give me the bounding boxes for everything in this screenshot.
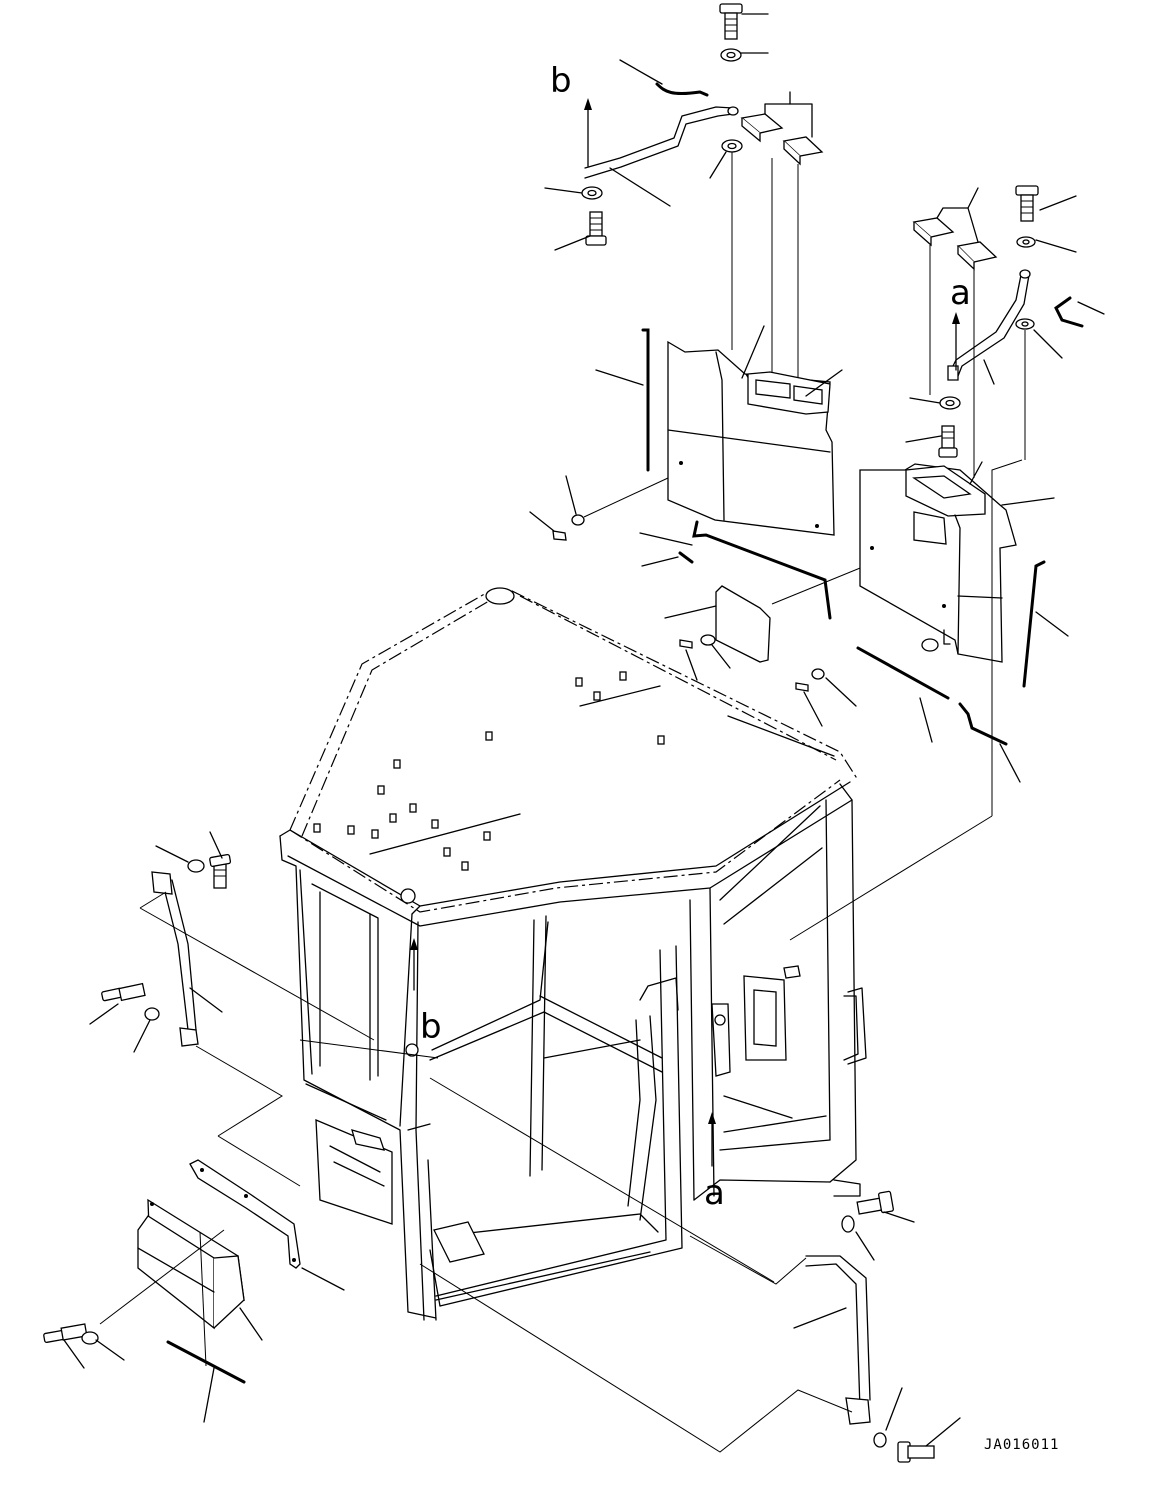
seal-strip-right: [1022, 560, 1069, 688]
front-handrail-left: [139, 871, 375, 1047]
rear-panel-right: [859, 461, 1055, 663]
screw-left-panel: [529, 475, 585, 541]
view-arrow-b-top: [584, 98, 592, 167]
front-bolt-upper: [209, 831, 232, 889]
view-marker-b-top: b: [550, 61, 572, 101]
top-bolt: [719, 3, 769, 40]
right-front-handrail: [689, 1235, 871, 1425]
clip-pair-top: [740, 91, 824, 166]
top-washer: [720, 48, 769, 62]
right-front-bolt-low: [897, 1417, 961, 1463]
view-marker-a-right: a: [950, 273, 971, 313]
view-arrow-a-right: [952, 312, 960, 371]
cover-plate: [664, 527, 959, 681]
view-arrow-b-cab: [410, 938, 418, 991]
front-bolt-lower: [89, 982, 146, 1025]
right-washer-mid: [1015, 318, 1063, 460]
view-arrow-a-cab: [708, 1112, 716, 1167]
step-bolt: [43, 1323, 88, 1369]
rear-panel-left: [583, 325, 843, 536]
left-washer: [544, 186, 603, 200]
step-plate: [189, 1159, 345, 1291]
view-marker-b-cab: b: [420, 1007, 442, 1047]
right-bolt-low: [905, 425, 958, 458]
step-box: [99, 1198, 263, 1367]
seal-strip-left: [595, 328, 650, 472]
left-bolt: [554, 211, 607, 251]
seal-strip-bottom: [166, 1340, 246, 1423]
drawing-code: JA016011: [984, 1437, 1060, 1453]
right-bolt-top: [1015, 185, 1077, 222]
right-front-bolt: [856, 1190, 915, 1223]
seal-bar-right: [856, 646, 1021, 783]
right-front-washer: [841, 1215, 875, 1261]
roof-studs: [313, 671, 665, 871]
screw-right-panel: [795, 668, 857, 727]
right-washer-top: [1016, 236, 1077, 253]
cab-frame: [279, 587, 867, 1321]
upper-handrail-b: [584, 106, 739, 207]
front-washer-upper: [155, 845, 205, 873]
right-washer-low: [909, 396, 961, 410]
right-clip-pair: [912, 187, 998, 478]
right-rail-cap: [1054, 296, 1105, 328]
step-washer: [81, 1331, 125, 1361]
view-marker-a-cab: a: [704, 1173, 725, 1213]
seal-bar-middle: [639, 520, 832, 620]
right-front-washer-low: [873, 1387, 903, 1448]
right-handrail-a: [947, 269, 1031, 385]
handrail-cap: [619, 59, 709, 97]
front-washer-lower: [133, 1007, 160, 1053]
mid-washer: [709, 139, 743, 179]
